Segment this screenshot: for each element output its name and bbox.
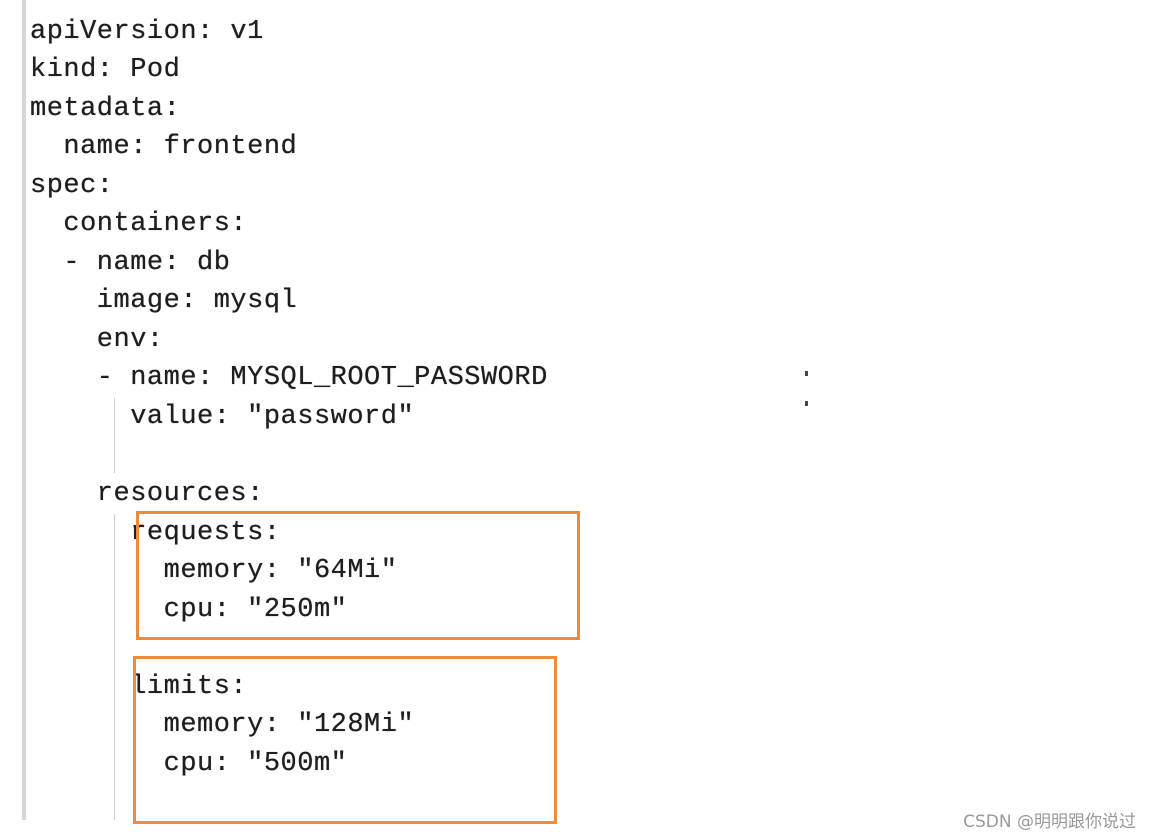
editor-left-border	[22, 0, 26, 820]
code-line-19: memory: "128Mi"	[30, 710, 415, 740]
code-line-4: name: frontend	[30, 132, 298, 162]
limits-highlight-box	[133, 656, 557, 824]
code-line-18: limits:	[30, 672, 248, 702]
code-line-11: value: "password"	[30, 402, 415, 432]
code-line-20: cpu: "500m"	[30, 749, 348, 779]
code-line-2: kind: Pod	[30, 55, 181, 85]
stray-mark-bottom	[805, 401, 808, 406]
code-line-13: resources:	[30, 479, 264, 509]
stray-mark-top	[805, 371, 808, 376]
indent-guide-env	[114, 398, 115, 473]
code-line-6: containers:	[30, 209, 248, 239]
code-line-10: - name: MYSQL_ROOT_PASSWORD	[30, 363, 548, 393]
code-line-16: cpu: "250m"	[30, 595, 348, 625]
code-line-14: requests:	[30, 518, 281, 548]
code-line-9: env:	[30, 325, 164, 355]
code-line-3: metadata:	[30, 94, 181, 124]
code-line-7: - name: db	[30, 248, 231, 278]
csdn-watermark: CSDN @明明跟你说过	[963, 812, 1136, 832]
code-line-1: apiVersion: v1	[30, 17, 264, 47]
requests-highlight-box	[136, 511, 580, 640]
code-line-15: memory: "64Mi"	[30, 556, 398, 586]
indent-guide-resources	[114, 514, 115, 820]
code-line-8: image: mysql	[30, 286, 298, 316]
code-line-5: spec:	[30, 171, 114, 201]
